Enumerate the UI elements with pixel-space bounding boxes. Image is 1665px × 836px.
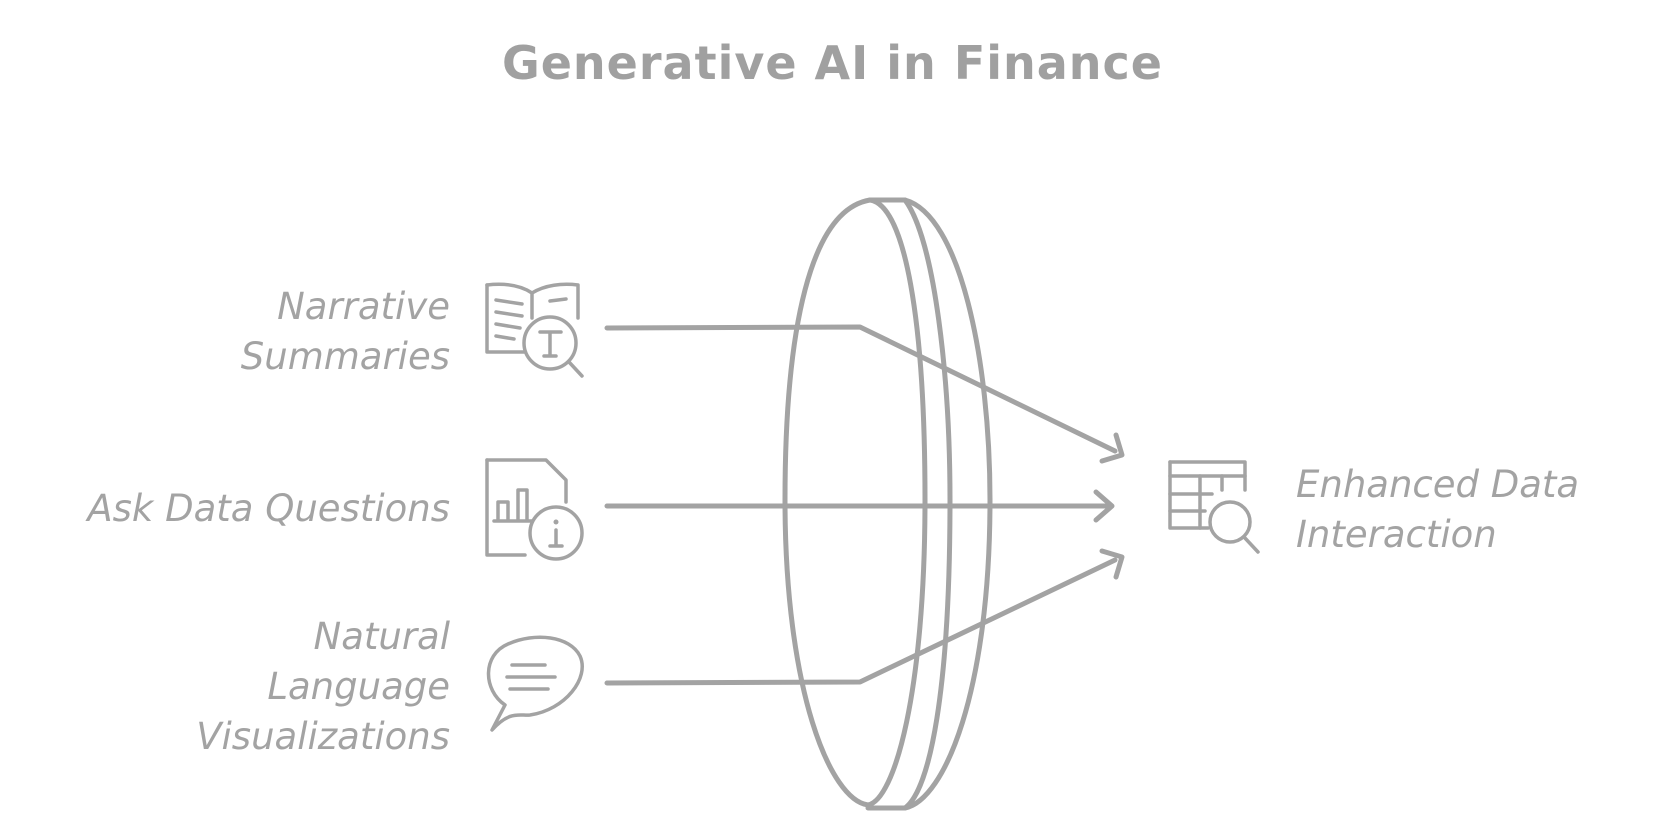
input-label-narrative-summaries: Narrative Summaries [180,282,450,382]
label-line: Enhanced Data [1296,463,1580,506]
book-search-icon [485,282,584,378]
label-line: Language [267,665,450,708]
lens-icon [782,197,993,811]
speech-bubble-icon [486,635,584,732]
arrow-narrative-to-output [604,324,1125,464]
input-label-ask-data-questions: Ask Data Questions [20,484,450,534]
document-chart-info-icon [485,458,584,561]
label-line: Visualizations [196,715,450,758]
arrow-visualizations-to-output [604,548,1125,686]
diagram-title: Generative AI in Finance [501,36,1164,90]
output-label-enhanced-data-interaction: Enhanced Data Interaction [1296,460,1646,560]
table-search-icon [1168,460,1260,554]
label-line: Summaries [240,335,450,378]
label-line: Natural [313,615,450,658]
label-line: Narrative [277,285,450,328]
label-line: Interaction [1296,513,1497,556]
label-line: Ask Data Questions [87,487,450,530]
arrow-questions-to-output [604,489,1115,523]
input-label-natural-language-visualizations: Natural Language Visualizations [130,612,450,762]
